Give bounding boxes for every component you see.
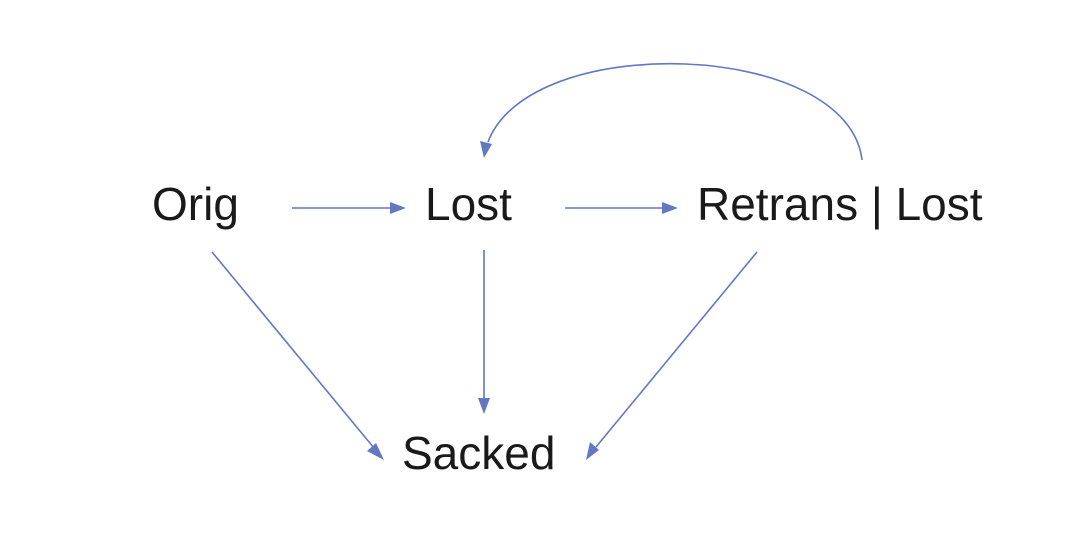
- edge-line: [595, 251, 758, 448]
- arrow-head: [478, 398, 490, 414]
- edge-line: [487, 62, 863, 161]
- edge-lost-to-sacked: [478, 250, 490, 414]
- edge-orig-to-sacked: [211, 251, 384, 460]
- edge-retrans-lost-to-lost: [480, 62, 863, 161]
- arrow-head: [367, 443, 384, 460]
- arrow-head: [662, 202, 678, 214]
- arrow-head: [480, 141, 492, 158]
- edge-retrans-lost-to-sacked: [586, 251, 758, 460]
- node-lost: Lost: [425, 178, 512, 230]
- node-retrans-lost: Retrans | Lost: [697, 178, 983, 230]
- edge-orig-to-lost: [292, 202, 406, 214]
- node-sacked: Sacked: [402, 427, 555, 479]
- arrow-head: [390, 202, 406, 214]
- edge-lost-to-retrans-lost: [565, 202, 678, 214]
- node-orig: Orig: [152, 178, 239, 230]
- arrow-head: [586, 442, 599, 460]
- edge-line: [211, 251, 375, 449]
